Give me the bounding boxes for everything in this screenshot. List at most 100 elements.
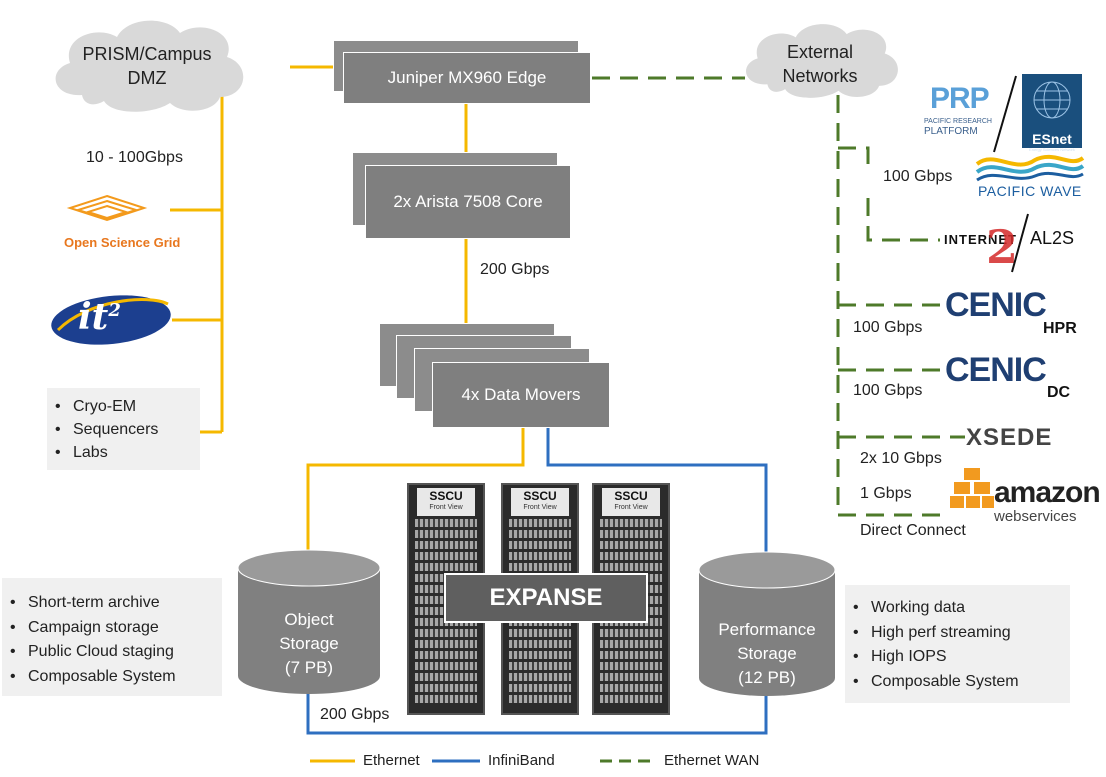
rack-unit: [600, 552, 662, 560]
list-item: Composable System: [845, 670, 1070, 695]
cenic-hpr-logo: CENIC: [945, 286, 1047, 324]
rack-unit: [600, 629, 662, 637]
rack-unit: [509, 651, 571, 659]
legend-ethernet-wan: Ethernet WAN: [664, 752, 760, 769]
rack-unit: [509, 552, 571, 560]
amazon-logo: amazon: [994, 476, 1101, 509]
cenic-dc-suffix: DC: [1047, 384, 1071, 401]
cenic-dc-speed-label: 100 Gbps: [853, 382, 923, 399]
rack-unit: [509, 563, 571, 571]
xsede-logo: XSEDE: [966, 424, 1053, 451]
rack-unit: [509, 662, 571, 670]
direct-connect-label: Direct Connect: [860, 522, 966, 539]
core-movers-speed-label: 200 Gbps: [480, 261, 550, 278]
rack-unit: [415, 563, 477, 571]
esnet-logo: ESnet Energy Sciences Network: [1022, 74, 1082, 152]
prp-subtitle-1: PACIFIC RESEARCH: [924, 118, 992, 125]
rack-unit: [415, 530, 477, 538]
rack-unit: [600, 519, 662, 527]
performance-storage-uses: Working data High perf streaming High IO…: [845, 585, 1070, 703]
internet2-numeral: 2: [986, 220, 1019, 274]
rack-unit: [600, 695, 662, 703]
rack-unit: [509, 695, 571, 703]
internet2-logo: INTERNET: [944, 232, 1017, 247]
core-switch: 2x Arista 7508 Core: [365, 165, 571, 239]
list-item: High perf streaming: [845, 621, 1070, 646]
prp-logo: PRP: [930, 82, 990, 115]
rack-unit: [509, 519, 571, 527]
campus-speed-label: 10 - 100Gbps: [86, 149, 183, 166]
rack-unit: [415, 519, 477, 527]
list-item: Cryo-EM: [47, 395, 200, 418]
legend-ethernet: Ethernet: [363, 752, 420, 769]
xsede-speed-label: 2x 10 Gbps: [860, 450, 942, 467]
storage-ib-speed-label: 200 Gbps: [320, 706, 390, 723]
rack-unit: [415, 651, 477, 659]
aws-cubes-icon: [950, 468, 994, 508]
rack-unit: [600, 662, 662, 670]
expanse-label: EXPANSE: [444, 573, 648, 623]
rack-unit: [509, 530, 571, 538]
list-item: Campaign storage: [2, 616, 222, 641]
slash-divider-2: [1011, 213, 1029, 273]
amazon-speed-label: 1 Gbps: [860, 485, 912, 502]
list-item: High IOPS: [845, 645, 1070, 670]
rack-unit: [509, 541, 571, 549]
object-storage-uses: Short-term archive Campaign storage Publ…: [2, 578, 222, 696]
data-movers: 4x Data Movers: [432, 362, 610, 428]
edge-router: Juniper MX960 Edge: [343, 52, 591, 104]
list-item: Working data: [845, 596, 1070, 621]
ethernet-links: [170, 65, 525, 560]
slash-divider: [993, 75, 1017, 153]
it2-logo-icon: [51, 295, 171, 345]
rack-unit: [509, 629, 571, 637]
cenic-hpr-suffix: HPR: [1043, 320, 1077, 337]
cenic-hpr-speed-label: 100 Gbps: [853, 319, 923, 336]
campus-dmz-cloud: [55, 20, 244, 112]
performance-storage-cylinder: [698, 551, 836, 696]
campus-devices-list: Cryo-EM Sequencers Labs: [47, 388, 200, 470]
prp-subtitle-2: PLATFORM: [924, 126, 978, 137]
rack-unit: [415, 640, 477, 648]
rack-unit: [415, 541, 477, 549]
rack-unit: [600, 640, 662, 648]
infiniband-links: [306, 425, 768, 735]
legend-infiniband: InfiniBand: [488, 752, 555, 769]
rack-unit: [509, 640, 571, 648]
rack-unit: [600, 563, 662, 571]
external-networks-cloud: [746, 24, 898, 98]
it2-logo: it2: [78, 296, 121, 338]
cenic-dc-logo: CENIC: [945, 351, 1047, 389]
rack-unit: [415, 552, 477, 560]
open-science-grid-icon: [66, 194, 148, 222]
rack-unit: [415, 695, 477, 703]
rack-unit: [600, 673, 662, 681]
rack-unit: [600, 530, 662, 538]
list-item: Labs: [47, 441, 200, 464]
pacific-wave-icon: [975, 154, 1085, 182]
rack-unit: [415, 673, 477, 681]
wan-links: [592, 76, 965, 517]
rack-unit: [600, 651, 662, 659]
list-item: Sequencers: [47, 418, 200, 441]
list-item: Composable System: [2, 665, 222, 690]
rack-unit: [509, 673, 571, 681]
pacific-wave-logo: PACIFIC WAVE: [978, 183, 1082, 199]
al2s-label: AL2S: [1030, 228, 1075, 248]
pacific-wave-speed-label: 100 Gbps: [883, 168, 953, 185]
list-item: Short-term archive: [2, 591, 222, 616]
globe-icon: [1033, 81, 1071, 119]
object-storage-cylinder: [237, 549, 381, 694]
amazon-subtitle: webservices: [994, 508, 1077, 525]
open-science-grid-logo: Open Science Grid: [64, 235, 181, 250]
rack-unit: [509, 684, 571, 692]
